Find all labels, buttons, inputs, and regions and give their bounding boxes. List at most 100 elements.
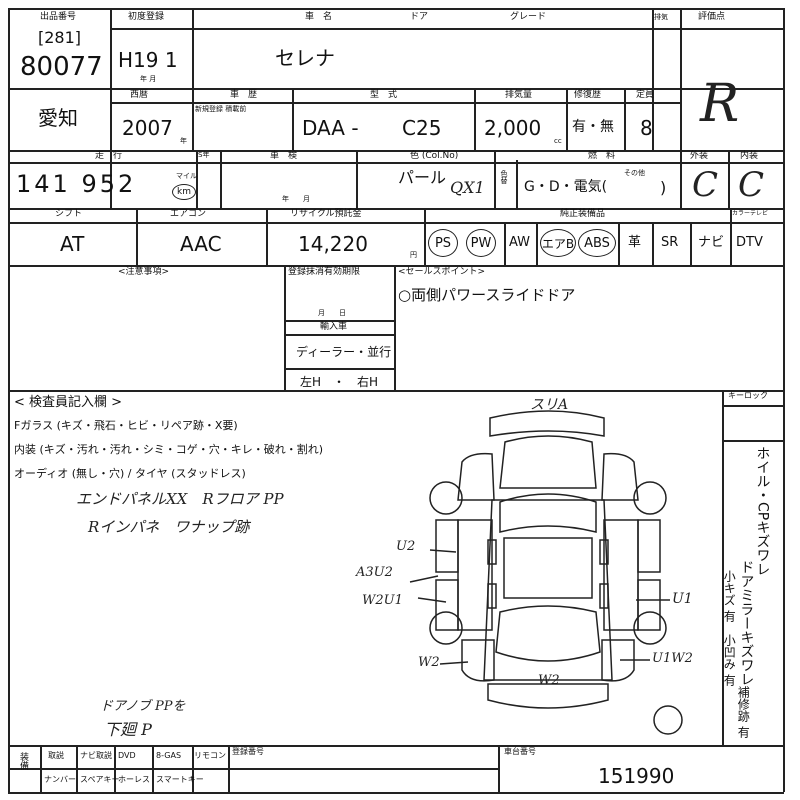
rear-window bbox=[495, 605, 601, 662]
shaken-label: 車 検 bbox=[270, 151, 298, 161]
handwritten-note-1: エンドパネルXX Rフロア PP bbox=[76, 490, 284, 508]
rear-right-fender bbox=[601, 639, 635, 682]
front-bumper bbox=[489, 410, 605, 437]
front-left-fender bbox=[457, 452, 495, 501]
cabin bbox=[483, 499, 613, 681]
year-label: 西暦 bbox=[130, 90, 149, 100]
exterior: C bbox=[692, 165, 719, 205]
fuel: G・D・電気( bbox=[524, 179, 608, 195]
diagram-mark-u2: U2 bbox=[396, 539, 416, 554]
windshield bbox=[499, 493, 597, 533]
rule-footer bbox=[8, 745, 784, 747]
keylock-label: キーロック bbox=[728, 391, 768, 400]
rule-row2 bbox=[8, 150, 784, 152]
year: 2007 bbox=[122, 116, 173, 140]
rule-row1 bbox=[8, 88, 784, 90]
vline bbox=[680, 150, 682, 208]
diagram-mark-w2-left: W2 bbox=[418, 655, 440, 670]
vline bbox=[536, 222, 538, 265]
sales-point: ○両側パワースライドドア bbox=[398, 286, 576, 304]
footer-manual: 取説 bbox=[48, 751, 64, 760]
vline bbox=[196, 150, 198, 208]
vline bbox=[152, 745, 154, 792]
right-side-panel bbox=[603, 519, 639, 631]
side-note-mirror: ドアミラーキズワレ bbox=[738, 560, 755, 686]
vline bbox=[228, 745, 230, 792]
equip-abs: ABS bbox=[578, 229, 616, 257]
side-note-small-dent: 小凹み 有 bbox=[722, 634, 737, 686]
rule-row5 bbox=[8, 390, 784, 392]
diagram-mark-w2u1: W2U1 bbox=[362, 593, 403, 608]
hline bbox=[722, 405, 784, 407]
equip-sr: SR bbox=[661, 235, 679, 250]
seats-label: 定員 bbox=[636, 90, 655, 100]
lot-number: 80077 bbox=[20, 52, 103, 82]
handwritten-note-3: ドアノブ PPを bbox=[100, 699, 186, 714]
repair-label: 修復歴 bbox=[574, 90, 602, 100]
aircon: AAC bbox=[180, 232, 222, 256]
mileage-label: 走 行 bbox=[95, 151, 123, 161]
model-label: 型 式 bbox=[370, 90, 398, 100]
lot-label: 出品番号 bbox=[40, 12, 77, 22]
vline bbox=[722, 390, 724, 745]
vline bbox=[76, 745, 78, 792]
footer-navi-manual: ナビ取説 bbox=[80, 751, 112, 760]
hline bbox=[722, 440, 784, 442]
cc-label: 排気量 bbox=[505, 90, 533, 100]
rear-left-fender bbox=[461, 639, 495, 682]
equip-ps: PS bbox=[428, 229, 458, 257]
vline bbox=[474, 88, 476, 150]
mileage: 141 952 bbox=[16, 170, 137, 198]
vline bbox=[504, 222, 506, 265]
leader-line bbox=[439, 661, 469, 665]
diagram-mark-w2-rear: W2 bbox=[538, 673, 560, 688]
first-reg-label: 初度登録 bbox=[128, 12, 165, 22]
fuel-label: 燃 料 bbox=[588, 151, 616, 161]
color-change: 色替 bbox=[500, 170, 508, 184]
recycle: 14,220 bbox=[298, 232, 368, 256]
rule-row3 bbox=[8, 208, 784, 210]
recycle-unit: 円 bbox=[410, 251, 417, 259]
vline bbox=[266, 208, 268, 265]
vline bbox=[114, 745, 116, 792]
equip-airbag: エアB bbox=[540, 229, 576, 257]
interior-label: 内装 bbox=[740, 151, 759, 161]
equip-aw: AW bbox=[509, 235, 531, 250]
footer-number: ナンバー bbox=[44, 775, 76, 784]
displacement-label: 排気 bbox=[654, 13, 668, 21]
chassis-number: 151990 bbox=[598, 764, 675, 788]
chassis-label: 車台番号 bbox=[504, 747, 536, 756]
footer-hose: ホーレス bbox=[118, 775, 150, 784]
score: R bbox=[700, 74, 740, 134]
tv-label: カラーテレビ bbox=[732, 210, 769, 217]
border-left bbox=[8, 8, 10, 792]
caution-label: <注意事項> bbox=[118, 267, 170, 277]
vline bbox=[652, 8, 654, 150]
leader-line bbox=[429, 549, 457, 553]
border-bottom bbox=[8, 792, 784, 794]
hline bbox=[652, 28, 784, 30]
color-label: 色 (Col.No) bbox=[410, 151, 459, 161]
interior: C bbox=[738, 165, 765, 205]
footer-dvd: DVD bbox=[118, 751, 136, 760]
exterior-label: 外装 bbox=[690, 151, 709, 161]
rule-footer-mid bbox=[8, 768, 498, 770]
vline bbox=[498, 745, 500, 792]
repair: 有・無 bbox=[572, 119, 614, 135]
side-note-repair: 補修跡 有 bbox=[736, 686, 751, 738]
vline bbox=[566, 88, 568, 150]
reg-number-label: 登録番号 bbox=[232, 747, 264, 756]
footer-8gas: 8-GAS bbox=[156, 751, 182, 760]
border-right bbox=[783, 8, 785, 792]
reg-period-units: 月 日 bbox=[318, 309, 346, 317]
history-sub: 新規登録 積載前 bbox=[195, 105, 247, 113]
mileage-unit-km: km bbox=[172, 184, 196, 200]
spare-wheel bbox=[653, 705, 683, 735]
vline bbox=[40, 745, 42, 792]
color: パール bbox=[398, 168, 447, 187]
sales-label: <セールスポイント> bbox=[398, 267, 486, 277]
color-code: QX1 bbox=[450, 178, 485, 197]
right-window-rear bbox=[599, 583, 609, 609]
inspector-interior: 内装 (キズ・汚れ・汚れ・シミ・コゲ・穴・キレ・破れ・割れ) bbox=[14, 443, 324, 456]
